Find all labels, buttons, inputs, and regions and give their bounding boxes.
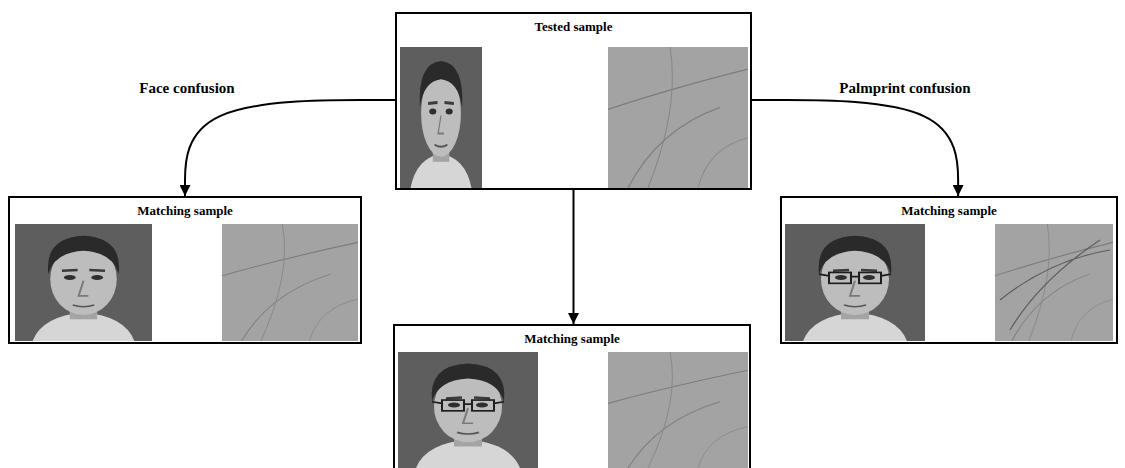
sample-box: Matching sample [8,196,362,344]
confusion-arrow [573,190,575,324]
glasses [819,272,891,283]
face-image [398,352,538,468]
face-image [785,224,925,341]
palmprint-image [222,224,358,341]
palmprint-image [608,47,748,188]
box-title: Matching sample [10,203,360,218]
edge-label: Face confusion [136,79,237,97]
box-title: Matching sample [782,203,1116,218]
palmprint-image [608,352,748,468]
box-title: Tested sample [397,19,750,34]
sample-box: Tested sample [395,12,752,190]
palmprint-image [995,224,1113,341]
palm-line [1000,240,1110,330]
sample-box: Matching sample [780,196,1118,344]
confusion-arrow [185,100,395,196]
face-image [15,224,152,341]
box-title: Matching sample [395,331,749,346]
glasses [432,400,504,411]
edge-label: Palmprint confusion [836,79,973,97]
sample-box: Matching sample [393,324,751,468]
confusion-arrow [752,100,958,196]
face-image [400,47,482,188]
